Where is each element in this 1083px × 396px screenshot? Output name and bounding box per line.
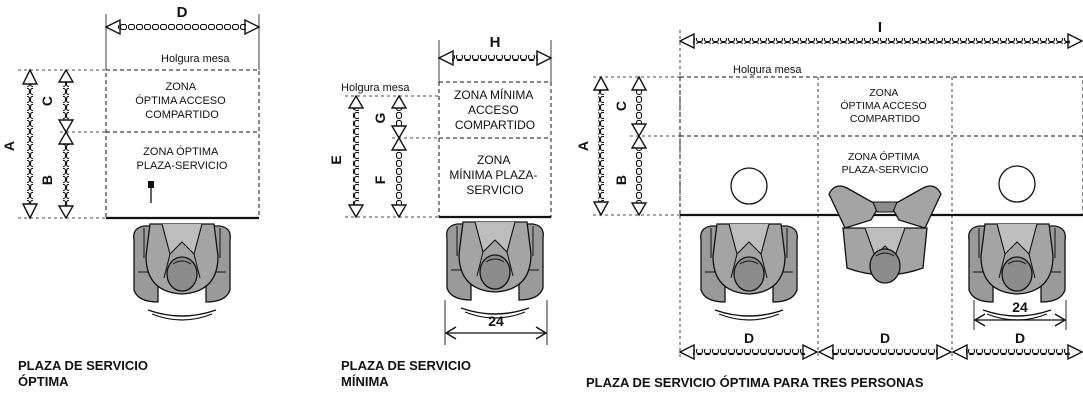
- dim-f-label: F: [372, 175, 388, 184]
- dimension-24: 24: [973, 299, 1067, 330]
- dimension-f: F: [372, 136, 408, 219]
- dimension-d-right: D: [951, 330, 1083, 361]
- dimension-d: D: [104, 4, 261, 36]
- seated-person-left: [700, 223, 798, 321]
- dim-h-label: H: [490, 34, 501, 51]
- dim-e-label: E: [328, 155, 344, 164]
- dimension-b: B: [613, 134, 648, 217]
- dimension-i: I: [678, 19, 1083, 50]
- zona-plaza-label: ZONA ÓPTIMA PLAZA-SERVICIO: [842, 150, 929, 176]
- dimension-h: H: [437, 34, 553, 67]
- panel-minima: H Holgura mesa ZONA MÍNIMA ACCESO COMPAR…: [328, 34, 553, 345]
- dim-a-label: A: [1, 141, 17, 151]
- seated-person-center: [828, 185, 942, 284]
- zona-acceso-label: ZONA ÓPTIMA ACCESO COMPARTIDO: [135, 81, 229, 121]
- dim-d-label: D: [177, 4, 188, 21]
- plate-right: [998, 165, 1036, 203]
- dimension-a: A: [575, 75, 610, 217]
- seated-person: [446, 221, 544, 319]
- caption-line: PLAZA DE SERVICIO: [18, 358, 149, 373]
- zona-plaza-label: ZONA ÓPTIMA PLAZA-SERVICIO: [137, 145, 228, 172]
- zona-acceso-label: ZONA MÍNIMA ACCESO COMPARTIDO: [454, 87, 536, 132]
- dim-b-label: B: [613, 175, 629, 185]
- width-24-label: 24: [488, 313, 504, 329]
- panel-tres-personas: I Holgura mesa ZONA ÓPTIMA ACCESO COMPAR…: [575, 19, 1083, 361]
- dim-d-left-label: D: [744, 330, 754, 346]
- seated-person: [133, 223, 231, 321]
- dim-d-mid-label: D: [880, 330, 890, 346]
- dimension-e: E: [328, 94, 365, 219]
- caption-line: ÓPTIMA: [18, 374, 69, 389]
- dimension-c: C: [613, 75, 648, 138]
- dimension-g: G: [372, 94, 408, 140]
- dimension-c: C: [39, 68, 75, 134]
- dim-c-label: C: [39, 96, 55, 106]
- zone-outline: [105, 69, 260, 219]
- holgura-label: Holgura mesa: [341, 82, 410, 94]
- holgura-label: Holgura mesa: [161, 53, 230, 65]
- holgura-label: Holgura mesa: [733, 64, 802, 76]
- dim-c-label: C: [613, 101, 629, 111]
- plate-left: [730, 167, 768, 205]
- dim-g-label: G: [372, 112, 388, 123]
- zona-plaza-label: ZONA MÍNIMA PLAZA- SERVICIO: [449, 153, 540, 197]
- dimension-a: A: [1, 68, 39, 220]
- caption-line: MÍNIMA: [341, 374, 389, 389]
- dim-i-label: I: [878, 19, 882, 36]
- dim-a-label: A: [575, 141, 591, 151]
- dimension-b: B: [39, 130, 75, 220]
- dimension-d-left: D: [678, 330, 819, 361]
- dim-d-right-label: D: [1015, 330, 1025, 346]
- zona-acceso-label: ZONA ÓPTIMA ACCESO COMPARTIDO: [840, 87, 929, 125]
- dim-b-label: B: [39, 175, 55, 185]
- dimension-d-mid: D: [817, 330, 953, 361]
- caption-tres-personas: PLAZA DE SERVICIO ÓPTIMA PARA TRES PERSO…: [586, 375, 924, 390]
- caption-line: PLAZA DE SERVICIO: [341, 358, 472, 373]
- dimension-24: 24: [444, 300, 548, 345]
- caption-minima: PLAZA DE SERVICIO MÍNIMA: [341, 358, 471, 390]
- utensil-icon: [148, 181, 154, 203]
- caption-optima: PLAZA DE SERVICIO ÓPTIMA: [18, 358, 148, 390]
- panel-optima: D Holgura mesa ZONA ÓPTIMA ACCESO COMPAR…: [1, 4, 261, 321]
- width-24-label: 24: [1012, 299, 1028, 315]
